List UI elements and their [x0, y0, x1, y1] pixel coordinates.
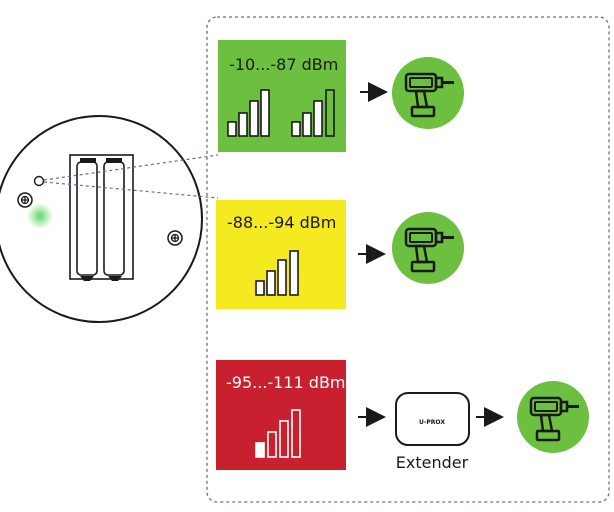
led-indicator: [33, 175, 45, 187]
signal-bars-icon: [255, 409, 301, 458]
extender-brand: U-PROX: [419, 419, 445, 426]
screw-icon: [17, 192, 33, 208]
level-label: -88...-94 dBm: [227, 213, 336, 232]
level-panel: [216, 360, 346, 470]
sensor-device: [0, 115, 203, 323]
level-label: -95...-111 dBm: [226, 373, 346, 392]
extender-label: Extender: [396, 453, 469, 472]
signal-bars-icon: [255, 250, 299, 296]
level-label: -10...-87 dBm: [229, 55, 338, 74]
drill-icon: [390, 55, 466, 131]
extender-device: U-PROX: [395, 392, 470, 446]
level-poor: -95...-111 dBm U-PROX Extender: [216, 360, 591, 472]
led-glow: [27, 203, 53, 229]
level-good: -88...-94 dBm: [216, 200, 466, 309]
level-container: [206, 16, 610, 503]
signal-bars-icon: [291, 89, 335, 137]
level-excellent: -10...-87 dBm: [218, 40, 466, 152]
screw-icon: [167, 230, 183, 246]
drill-icon: [390, 210, 466, 286]
drill-icon: [515, 379, 591, 455]
signal-bars-icon: [227, 89, 270, 137]
